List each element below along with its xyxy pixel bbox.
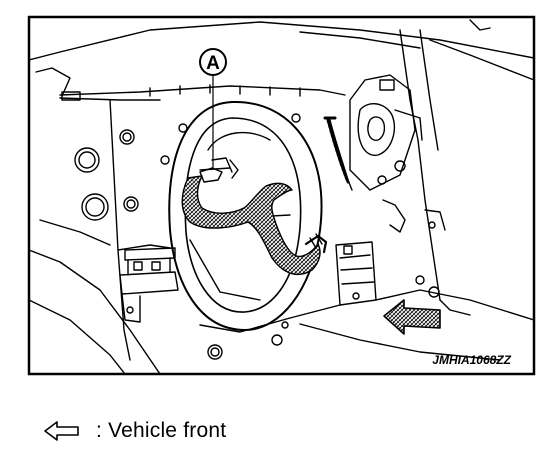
vehicle-front-arrow xyxy=(383,299,441,335)
speaker-opening xyxy=(168,100,323,333)
hollow-arrow-left-icon xyxy=(44,421,79,441)
legend-text: : Vehicle front xyxy=(96,419,227,442)
legend: : Vehicle front xyxy=(44,418,226,444)
image-code: JMHIA1068ZZ xyxy=(432,353,511,367)
right-components xyxy=(323,19,534,301)
left-fasteners xyxy=(74,129,289,360)
upper-panel xyxy=(29,21,534,101)
wire-harness xyxy=(181,157,328,276)
callout-a: A xyxy=(199,48,227,76)
right-bracket xyxy=(289,241,534,361)
lower-bracket xyxy=(119,247,179,323)
callout-a-label: A xyxy=(206,53,220,74)
